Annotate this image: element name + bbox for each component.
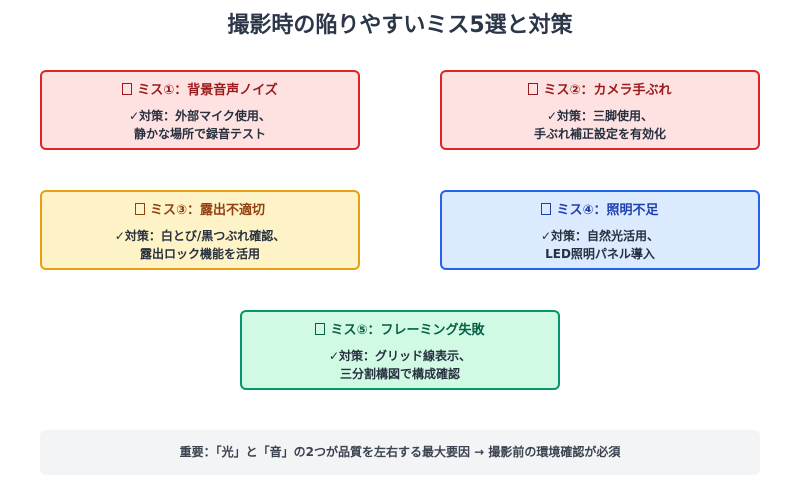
- countermeasure-line: 露出ロック機能を活用: [139, 247, 260, 261]
- countermeasure-text: ✓対策：白とび/黒つぶれ確認、 露出ロック機能を活用: [42, 227, 358, 263]
- mistake-card-heading: ミス③：露出不適切: [42, 202, 358, 220]
- countermeasure-line: LED照明パネル導入: [545, 247, 655, 261]
- countermeasure-line: ✓対策：外部マイク使用、: [129, 109, 271, 123]
- diagram-title: 撮影時の陥りやすいミス5選と対策: [227, 13, 573, 38]
- mistake-card-title: ミス⑤：フレーミング失敗: [330, 323, 485, 338]
- mistake-card-1: ミス①：背景音声ノイズ ✓対策：外部マイク使用、 静かな場所で録音テスト: [40, 70, 360, 150]
- mistake-card-heading: ミス⑤：フレーミング失敗: [242, 322, 558, 340]
- warning-box-icon: [541, 203, 552, 215]
- warning-box-icon: [134, 203, 145, 215]
- mistake-card-title: ミス①：背景音声ノイズ: [137, 83, 278, 98]
- countermeasure-line: ✓対策：白とび/黒つぶれ確認、: [114, 229, 286, 243]
- mistake-card-4: ミス④：照明不足 ✓対策：自然光活用、 LED照明パネル導入: [440, 190, 760, 270]
- countermeasure-text: ✓対策：三脚使用、 手ぶれ補正設定を有効化: [442, 107, 758, 143]
- countermeasure-line: 静かな場所で録音テスト: [133, 127, 266, 141]
- countermeasure-line: ✓対策：三脚使用、: [546, 109, 654, 123]
- countermeasure-text: ✓対策：外部マイク使用、 静かな場所で録音テスト: [42, 107, 358, 143]
- countermeasure-line: 手ぶれ補正設定を有効化: [533, 127, 666, 141]
- mistake-card-2: ミス②：カメラ手ぶれ ✓対策：三脚使用、 手ぶれ補正設定を有効化: [440, 70, 760, 150]
- countermeasure-text: ✓対策：グリッド線表示、 三分割構図で構成確認: [242, 347, 558, 383]
- mistake-card-title: ミス④：照明不足: [556, 203, 659, 218]
- warning-box-icon: [528, 83, 539, 95]
- countermeasure-text: ✓対策：自然光活用、 LED照明パネル導入: [442, 227, 758, 263]
- countermeasure-line: ✓対策：自然光活用、: [540, 229, 660, 243]
- countermeasure-line: 三分割構図で構成確認: [339, 367, 460, 381]
- key-point-note: 重要：「光」と「音」の2つが品質を左右する最大要因 → 撮影前の環境確認が必須: [40, 430, 760, 475]
- mistake-card-5: ミス⑤：フレーミング失敗 ✓対策：グリッド線表示、 三分割構図で構成確認: [240, 310, 560, 390]
- warning-box-icon: [122, 83, 133, 95]
- mistake-card-3: ミス③：露出不適切 ✓対策：白とび/黒つぶれ確認、 露出ロック機能を活用: [40, 190, 360, 270]
- mistake-card-title: ミス②：カメラ手ぶれ: [543, 83, 672, 98]
- mistake-card-heading: ミス②：カメラ手ぶれ: [442, 82, 758, 100]
- warning-box-icon: [315, 323, 326, 335]
- mistake-card-heading: ミス①：背景音声ノイズ: [42, 82, 358, 100]
- mistake-card-title: ミス③：露出不適切: [149, 203, 265, 218]
- mistake-card-heading: ミス④：照明不足: [442, 202, 758, 220]
- countermeasure-line: ✓対策：グリッド線表示、: [328, 349, 472, 363]
